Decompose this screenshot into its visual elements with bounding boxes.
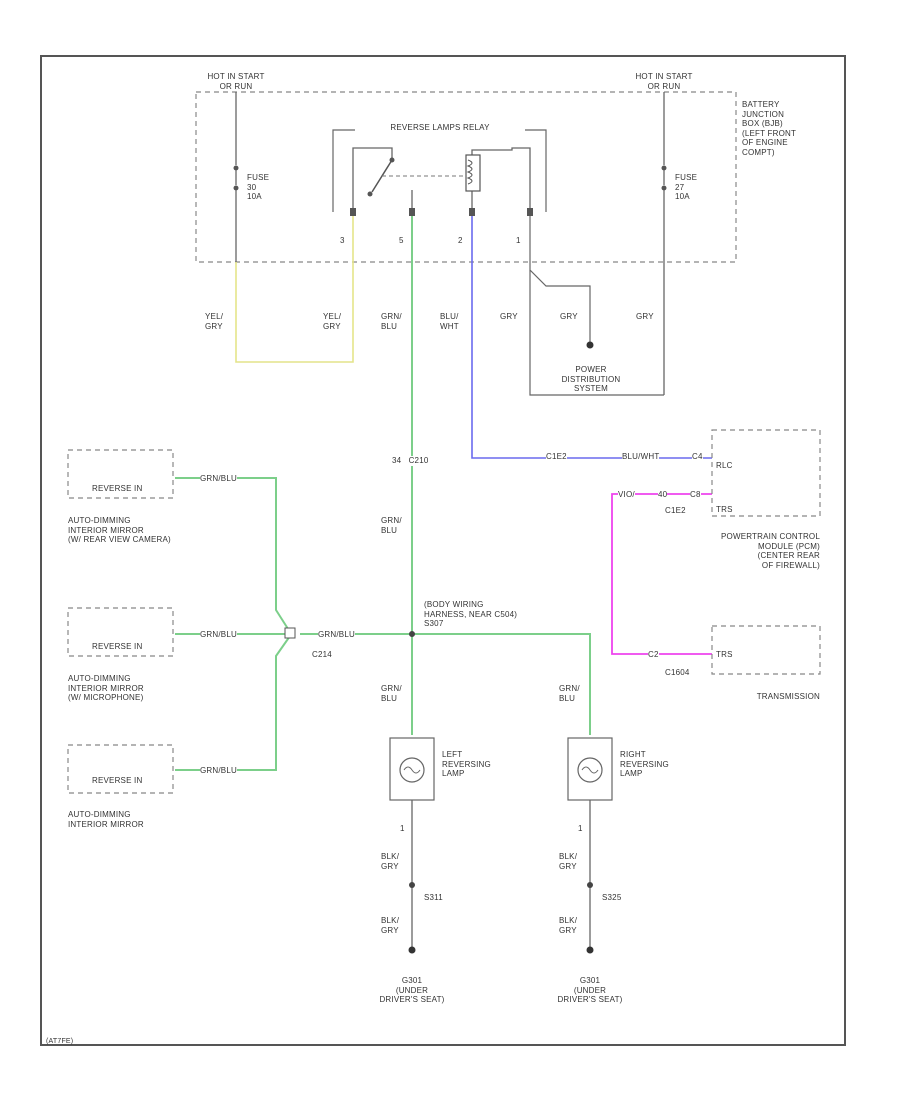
wire-label-grn-blu-top: GRN/ BLU (381, 312, 402, 331)
relay-switch-contact (367, 191, 373, 197)
lamp-left-label: LEFT REVERSING LAMP (442, 750, 491, 778)
body-harness-label: (BODY WIRING HARNESS, NEAR C504) S307 (424, 600, 518, 628)
wire-trs (611, 493, 712, 655)
wire-label-grn-blu-right: GRN/ BLU (559, 684, 580, 703)
trans-trs-label: TRS (716, 650, 733, 659)
ground-right-label: G301 (UNDER DRIVER'S SEAT) (557, 976, 623, 1004)
relay-coil-wire (471, 147, 531, 210)
pcm-trs-label: TRS (716, 505, 733, 514)
wire-mirror1 (175, 477, 291, 633)
mirror2-label: AUTO-DIMMING INTERIOR MIRROR (W/ MICROPH… (68, 674, 144, 702)
wire-label-blk-gry-4: BLK/ GRY (559, 916, 578, 935)
wire-label-yel-gry-2: YEL/ GRY (323, 312, 342, 331)
transmission-box (711, 625, 821, 675)
splice-s311-label: S311 (424, 893, 443, 902)
relay-coil-winding (466, 159, 473, 185)
pcm-rlc-label: RLC (716, 461, 733, 470)
mirror2-box (67, 607, 174, 657)
pcm-conn-a-label: C1E2 (546, 452, 567, 462)
power-distribution-label: POWER DISTRIBUTION SYSTEM (536, 365, 646, 394)
wire-blu-wht (471, 216, 712, 459)
pcm-pin-c: C8 (690, 490, 701, 500)
mirror1-box (67, 449, 174, 499)
ground-left-label: G301 (UNDER DRIVER'S SEAT) (379, 976, 445, 1004)
diagram-frame (40, 55, 846, 1046)
conn-c214-label: C214 (312, 650, 332, 659)
pcm-box (711, 429, 821, 517)
mirror3-label: AUTO-DIMMING INTERIOR MIRROR (68, 810, 144, 829)
wire-grn-blu-right (412, 633, 591, 735)
wire-label-grn-blu-mid: GRN/ BLU (381, 516, 402, 535)
pcm-wire-label: BLU/WHT (622, 452, 660, 462)
wire-label-blk-gry-2: BLK/ GRY (559, 852, 578, 871)
wire-label-blk-gry-3: BLK/ GRY (381, 916, 400, 935)
pcm-label: POWERTRAIN CONTROL MODULE (PCM) (CENTER … (720, 532, 820, 570)
mirror3-pin-label: REVERSE IN (92, 776, 143, 785)
mirror1-pin-label: REVERSE IN (92, 484, 143, 493)
conn-c214 (284, 627, 296, 639)
bjb-outline (195, 91, 737, 263)
mirror1-wire-label: GRN/BLU (200, 474, 237, 484)
splice-s325-dot (587, 882, 593, 888)
fuse-right-contact-bottom (661, 185, 667, 191)
mirror2-wire-label: GRN/BLU (200, 630, 237, 640)
splice-wire-label: GRN/BLU (318, 630, 355, 640)
mirror3-box (67, 744, 174, 794)
ground-right-dot (586, 946, 594, 954)
relay-pin-1: 1 (516, 236, 521, 245)
fuse-right-label: FUSE 27 10A (675, 173, 698, 201)
relay-bracket (332, 129, 547, 212)
hot-right-label: HOT IN START OR RUN (635, 72, 693, 91)
relay-pin-5: 5 (399, 236, 404, 245)
trans-conn-label: C1604 (665, 668, 690, 677)
ground-left-dot (408, 946, 416, 954)
bjb-label: BATTERY JUNCTION BOX (BJB) (LEFT FRONT O… (742, 100, 797, 157)
mirror3-wire-label: GRN/BLU (200, 766, 237, 776)
wire-gry-pin1 (529, 216, 591, 342)
mirror2-pin-label: REVERSE IN (92, 642, 143, 651)
wire-label-blu-wht: BLU/ WHT (440, 312, 459, 331)
hot-left-label: HOT IN START OR RUN (207, 72, 265, 91)
wire-label-gry-1: GRY (500, 312, 518, 321)
fuse-left-contact-top (233, 165, 239, 171)
relay-pins (350, 208, 533, 216)
conn-c210-label: 34 C210 (392, 456, 429, 466)
pcm-conn-label: C1E2 (665, 506, 686, 515)
wire-label-gry-2: GRY (560, 312, 578, 321)
trans-pin-label: C2 (648, 650, 659, 660)
wire-yel-gry (235, 216, 354, 363)
pcm-pin-top: C4 (692, 452, 703, 462)
pcm-pin-a: VIO/ (618, 490, 635, 500)
relay-switch-wire (352, 147, 393, 210)
lamp-left-pin: 1 (400, 824, 405, 833)
power-dist-box (529, 270, 664, 396)
relay-pin-2: 2 (458, 236, 463, 245)
transmission-label: TRANSMISSION (756, 692, 820, 701)
relay-coil (465, 154, 481, 192)
lamp-right-label: RIGHT REVERSING LAMP (620, 750, 669, 778)
footer-code: (AT7FE) (46, 1038, 74, 1045)
relay-label: REVERSE LAMPS RELAY (355, 123, 525, 133)
wire-label-grn-blu-left: GRN/ BLU (381, 684, 402, 703)
fuse-left-contact-bottom (233, 185, 239, 191)
power-dist-node (586, 341, 594, 349)
mirror1-label: AUTO-DIMMING INTERIOR MIRROR (W/ REAR VI… (68, 516, 171, 544)
right-reversing-lamp (567, 737, 613, 801)
splice-s307 (409, 631, 415, 637)
splice-s311-dot (409, 882, 415, 888)
pcm-pin-b: 40 (658, 490, 668, 500)
relay-pin-3: 3 (340, 236, 345, 245)
wire-mirror3 (175, 635, 291, 771)
fuse-right-contact-top (661, 165, 667, 171)
fuse-left-label: FUSE 30 10A (247, 173, 270, 201)
left-reversing-lamp (389, 737, 435, 801)
splice-s325-label: S325 (602, 893, 622, 902)
lamp-right-pin: 1 (578, 824, 583, 833)
wire-label-yel-gry-1: YEL/ GRY (205, 312, 224, 331)
wire-label-blk-gry-1: BLK/ GRY (381, 852, 400, 871)
wire-label-gry-3: GRY (636, 312, 654, 321)
